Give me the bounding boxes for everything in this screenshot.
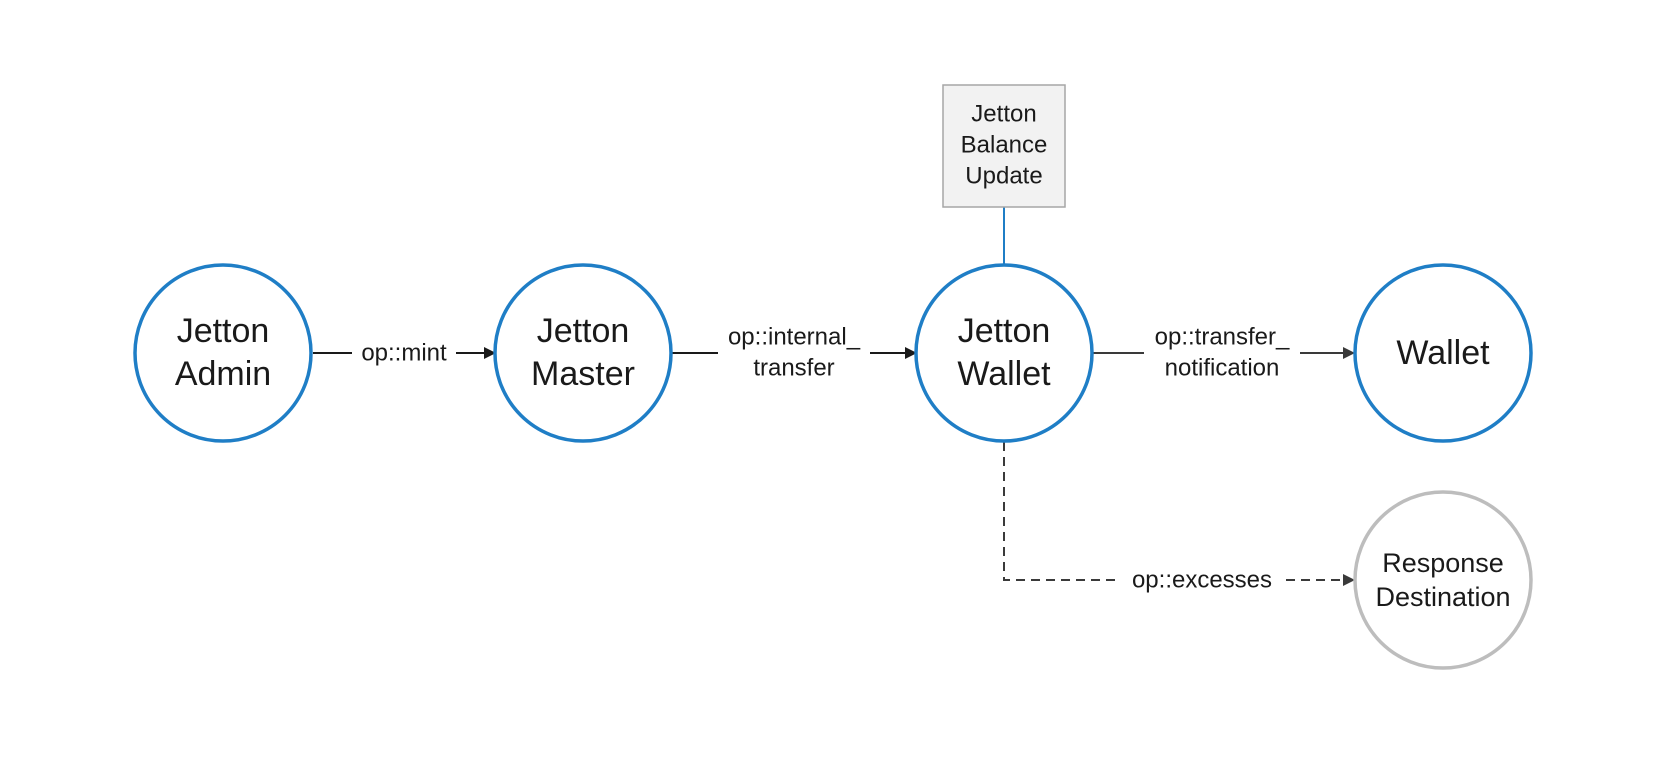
edge-excesses-label-bg [1120,565,1284,595]
edge-mint-label: op::mint [361,340,447,367]
node-jetton-wallet[interactable]: Jetton Wallet [914,263,1094,443]
node-jetton-admin-circle [133,263,313,443]
note-line1: Jetton [971,101,1036,128]
node-wallet-circle [1353,263,1533,443]
node-jetton-master-circle [493,263,673,443]
edge-transfer-notification-label-line1: op::transfer_ [1155,324,1290,351]
node-jetton-wallet-circle [914,263,1094,443]
edge-excesses-label: op::excesses [1132,567,1272,594]
edge-excesses[interactable]: op::excesses [1003,442,1355,595]
node-jetton-master-line1: Jetton [537,312,630,350]
node-jetton-master[interactable]: Jetton Master [493,263,673,443]
node-response-destination-line2: Destination [1375,582,1510,612]
node-response-destination-circle [1353,490,1533,670]
node-response-destination[interactable]: Response Destination [1353,490,1533,670]
note-line2: Balance [961,132,1048,159]
edge-internal-transfer-label-line2: transfer [753,355,834,382]
node-wallet[interactable]: Wallet [1353,263,1533,443]
node-jetton-admin-line2: Admin [175,355,271,393]
note-box [942,84,1066,208]
node-jetton-master-line2: Master [531,355,635,393]
edge-mint[interactable]: op::mint [313,338,496,368]
edge-transfer-notification-label-line2: notification [1165,355,1280,382]
node-wallet-label: Wallet [1396,334,1490,372]
node-jetton-wallet-line1: Jetton [958,312,1051,350]
edge-internal-transfer[interactable]: op::internal_ transfer [672,320,917,386]
edge-transfer-notification[interactable]: op::transfer_ notification [1093,320,1355,386]
edge-mint-label-bg [352,338,456,368]
note-jetton-balance-update[interactable]: Jetton Balance Update [942,84,1066,208]
node-response-destination-line1: Response [1382,548,1504,578]
edge-transfer-notification-label-bg [1144,320,1300,386]
node-jetton-admin-line1: Jetton [177,312,270,350]
node-jetton-wallet-line2: Wallet [957,355,1051,393]
edge-internal-transfer-label-bg [718,320,870,386]
node-jetton-admin[interactable]: Jetton Admin [133,263,313,443]
note-line3: Update [965,163,1042,190]
edge-internal-transfer-label-line1: op::internal_ [728,324,861,351]
